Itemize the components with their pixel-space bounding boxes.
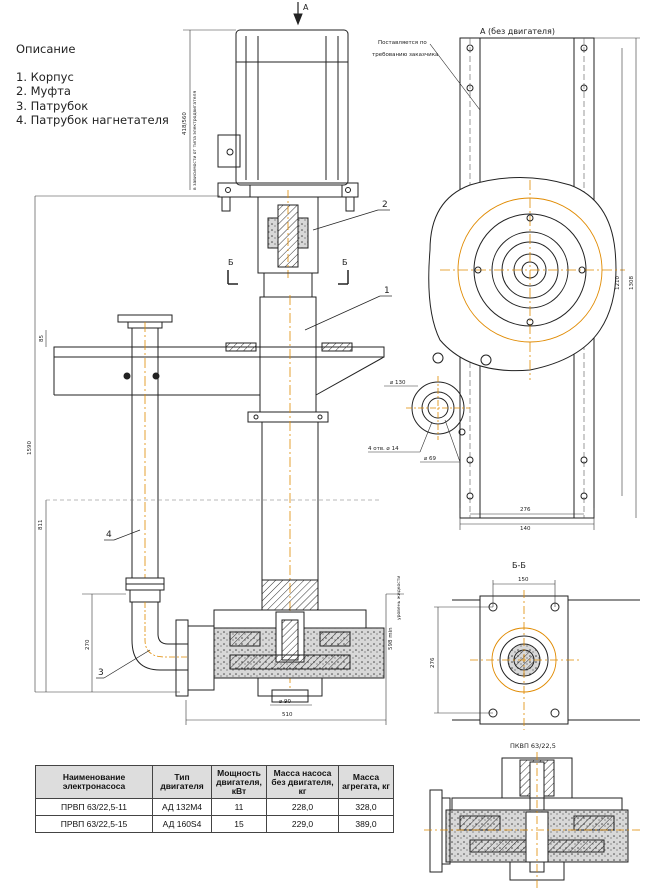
supplied-note-2: требованию заказчика [372, 52, 438, 58]
view-a: А (без двигателя) Поставляется по требов… [368, 27, 640, 532]
cell-motor-type: АД 132М4 [152, 798, 212, 816]
callout-1: 1 [384, 286, 390, 296]
description-item-3: 3. Патрубок [16, 98, 89, 113]
table-row: ПРВП 63/22,5-11 АД 132М4 11 228,0 328,0 [35, 798, 394, 816]
table-header-row: Наименование электронасоса Тип двигателя… [35, 765, 394, 799]
cell-power: 15 [211, 815, 267, 833]
terminal-box [217, 134, 241, 168]
view-a-title: А (без двигателя) [480, 27, 555, 36]
description-item-1: 1. Корпус [16, 69, 74, 84]
dim-140: 140 [520, 526, 531, 532]
dim-motor-height: 418/560 [182, 112, 188, 135]
col-header-mass-unit: Масса агрегата, кг [338, 765, 394, 799]
dim-276: 276 [520, 507, 531, 513]
cell-motor-type: АД 160S4 [152, 815, 212, 833]
callout-2: 2 [382, 200, 388, 210]
description-block: Описание 1. Корпус 2. Муфта 3. Патрубок … [16, 42, 169, 128]
dim-motor-note: в зависимости от типа электродвигателя [193, 91, 198, 190]
detail-pkvp: ПКВП 63/22,5 [424, 742, 640, 890]
cell-mass-unit: 389,0 [338, 815, 394, 833]
cell-mass-pump: 228,0 [266, 798, 339, 816]
dim-d90: ⌀ 90 [279, 699, 292, 705]
dim-1590: 1590 [27, 441, 33, 455]
section-mark-left: Б [228, 258, 234, 267]
supplied-note: Поставляется по [378, 40, 427, 46]
dim-d130: ⌀ 130 [390, 380, 406, 386]
dim-1308: 1308 [629, 276, 635, 290]
elevation-view: А Б Б [27, 2, 404, 725]
pump-casing-column [259, 296, 317, 413]
callout-4: 4 [106, 530, 112, 540]
dim-811: 811 [38, 520, 44, 531]
liquid-level-label: уровень жидкости [397, 576, 402, 620]
col-header-mass-pump: Масса насоса без двигателя, кг [266, 765, 339, 799]
dim-d69: ⌀ 69 [424, 456, 437, 462]
description-item-2: 2. Муфта [16, 84, 71, 98]
holes-note: 4 отв. ⌀ 14 [368, 446, 399, 452]
description-item-4: 4. Патрубок нагнетателя [16, 113, 169, 127]
detail-title: ПКВП 63/22,5 [510, 742, 556, 750]
description-title: Описание [16, 42, 76, 56]
motor-body [235, 29, 349, 186]
col-header-motor-type: Тип двигателя [152, 765, 212, 799]
section-b-b: Б-Б 150 276 [430, 561, 640, 730]
col-header-power: Мощность двигателя, кВт [211, 765, 267, 799]
cell-mass-unit: 328,0 [338, 798, 394, 816]
cell-power: 11 [211, 798, 267, 816]
spec-table: Наименование электронасоса Тип двигателя… [35, 765, 394, 833]
dim-85: 85 [39, 335, 45, 342]
cell-name: ПРВП 63/22,5-11 [35, 798, 153, 816]
dim-598: 598 min [388, 627, 394, 650]
callout-3: 3 [98, 668, 104, 678]
dim-150: 150 [518, 577, 529, 583]
dim-270: 270 [85, 639, 91, 650]
section-mark-right: Б [342, 258, 348, 267]
dim-510: 510 [282, 712, 293, 718]
dim-1210: 1210 [615, 276, 621, 290]
cell-name: ПРВП 63/22,5-15 [35, 815, 153, 833]
table-row: ПРВП 63/22,5-15 АД 160S4 15 229,0 389,0 [35, 815, 394, 833]
cell-mass-pump: 229,0 [266, 815, 339, 833]
col-header-name: Наименование электронасоса [35, 765, 153, 799]
dim-276b: 276 [430, 657, 436, 668]
section-title: Б-Б [512, 561, 526, 570]
view-a-arrow-label: А [303, 3, 309, 12]
